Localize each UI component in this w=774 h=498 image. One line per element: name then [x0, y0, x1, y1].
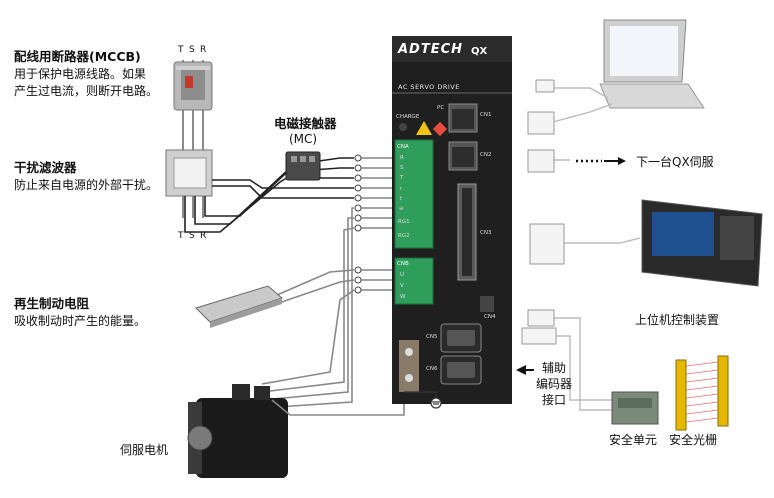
mccb-title: 配线用断路器(MCCB)	[14, 49, 141, 64]
mc-title: 电磁接触器	[274, 116, 337, 131]
cn-label-1: CN1	[480, 112, 492, 118]
cna-pin-t-small: t	[400, 196, 403, 202]
mccb-desc-line1: 用于保护电源线路。如果	[14, 67, 147, 81]
drive-subtitle: AC SERVO DRIVE	[398, 83, 460, 91]
light-curtain-label: 安全光栅	[669, 433, 718, 447]
cna-pin-t: T	[400, 175, 404, 181]
safety-unit-label: 安全单元	[609, 433, 658, 447]
cn-label-5: CN5	[426, 334, 438, 340]
phase-r-bottom: R	[200, 231, 207, 241]
cnb-pin-u: U	[400, 272, 405, 278]
drive-brand: ADTECH	[398, 42, 464, 57]
regen-resistor	[195, 285, 283, 328]
safety-unit	[611, 391, 659, 425]
cnb-pin-v: V	[400, 283, 404, 289]
cn-label-2: CN2	[480, 152, 492, 158]
phase-r-top: R	[200, 45, 207, 55]
cnb-pin-w: W	[400, 294, 406, 300]
resistor-title: 再生制动电阻	[14, 296, 90, 311]
magnetic-contactor	[285, 151, 321, 181]
cn-label-6: CN6	[426, 366, 438, 372]
servo-motor	[187, 384, 288, 478]
phase-s-bottom: S	[189, 231, 195, 241]
cna-pin-ground: ⊖	[399, 206, 404, 212]
light-curtain	[675, 355, 729, 431]
aux-encoder-label-line2: 编码器	[536, 377, 573, 391]
cna-title: CNA	[397, 144, 409, 150]
phase-s-top: S	[189, 45, 195, 55]
ground-icon	[404, 391, 442, 409]
cn-label-3: CN3	[480, 230, 492, 236]
charge-label: CHARGE	[396, 114, 420, 120]
aux-encoder-label-line1: 辅助	[542, 361, 567, 375]
host-controller-label: 上位机控制装置	[635, 313, 720, 327]
cna-pin-r: R	[400, 155, 404, 161]
mc-abbr: (MC)	[289, 132, 318, 146]
cn-label-4: CN4	[484, 314, 496, 320]
phase-t-bottom: T	[178, 231, 184, 241]
laptop	[599, 19, 705, 109]
host-controller	[641, 199, 763, 287]
cna-pin-rg1: RG1	[398, 219, 410, 225]
cna-pin-r-small: r	[400, 186, 403, 192]
servo-drive	[392, 36, 512, 404]
cnb-title: CNB	[397, 261, 409, 267]
next-servo-label: 下一台QX伺服	[636, 155, 714, 169]
noise-filter	[165, 149, 213, 197]
pc-label: PC	[437, 105, 445, 111]
mccb-breaker	[173, 61, 213, 111]
cna-pin-rg2: RG2	[398, 233, 410, 239]
drive-model: QX	[471, 46, 488, 57]
resistor-desc: 吸收制动时产生的能量。	[14, 314, 147, 328]
motor-label: 伺服电机	[120, 443, 169, 457]
filter-desc: 防止来自电源的外部干扰。	[14, 178, 159, 192]
filter-title: 干扰滤波器	[14, 160, 77, 175]
aux-encoder-label-line3: 接口	[542, 393, 567, 407]
cna-pin-s: S	[400, 165, 404, 171]
phase-t-top: T	[178, 45, 184, 55]
mccb-desc-line2: 产生过电流，则断开电路。	[14, 84, 159, 98]
